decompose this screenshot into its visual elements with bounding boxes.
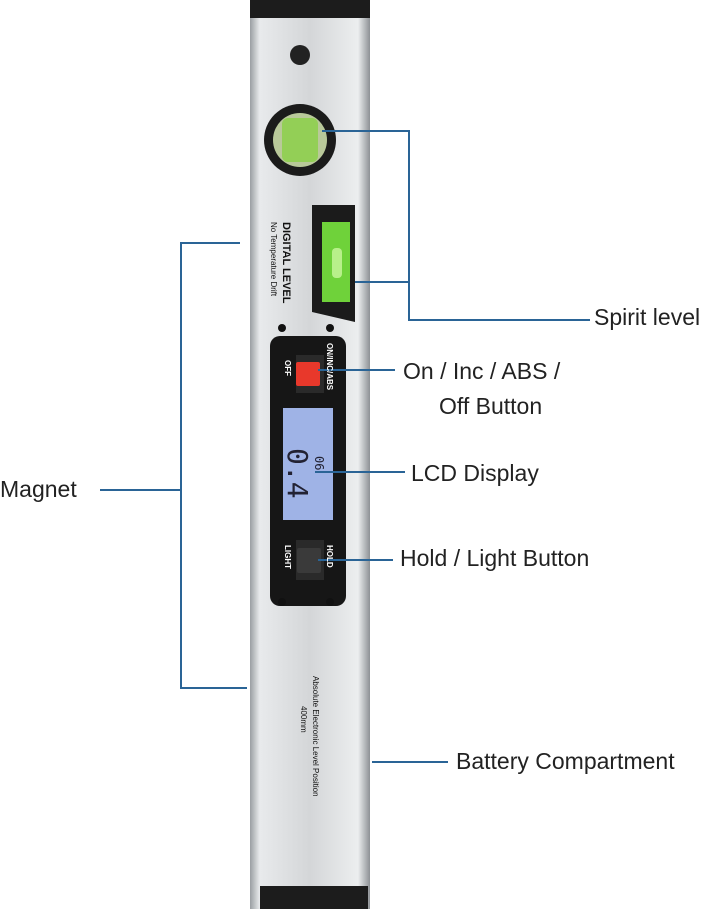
callout-lcd: LCD Display <box>411 460 539 486</box>
callout-magnet: Magnet <box>0 476 77 502</box>
device-title: DIGITAL LEVEL <box>280 222 292 304</box>
callout-on-button-line2: Off Button <box>439 393 543 419</box>
size-text: 400mm <box>299 706 308 733</box>
round-bubble-vial <box>264 104 336 176</box>
callout-battery: Battery Compartment <box>456 748 675 774</box>
lcd-display <box>283 408 333 520</box>
lcd-main-reading: 0.4 <box>281 448 314 499</box>
light-label: LIGHT <box>283 545 292 569</box>
power-button[interactable] <box>296 362 320 386</box>
hold-label: HOLD <box>325 545 334 568</box>
device-subtitle: No Temperature Drift <box>269 222 278 297</box>
callout-lines <box>100 130 590 763</box>
off-label: OFF <box>283 360 292 376</box>
callout-on-button-line1: On / Inc / ABS / <box>403 358 561 384</box>
hold-light-button[interactable] <box>297 548 321 573</box>
power-label: ON/INC/ABS <box>325 343 334 391</box>
lcd-secondary-reading: 06 <box>312 456 326 471</box>
bottom-text: Absolute Electronic Level Position <box>311 676 320 797</box>
hanging-hole <box>290 45 310 65</box>
spirit-level-vial <box>312 205 355 322</box>
callout-spirit-level: Spirit level <box>594 304 701 330</box>
callout-hold: Hold / Light Button <box>400 545 590 571</box>
